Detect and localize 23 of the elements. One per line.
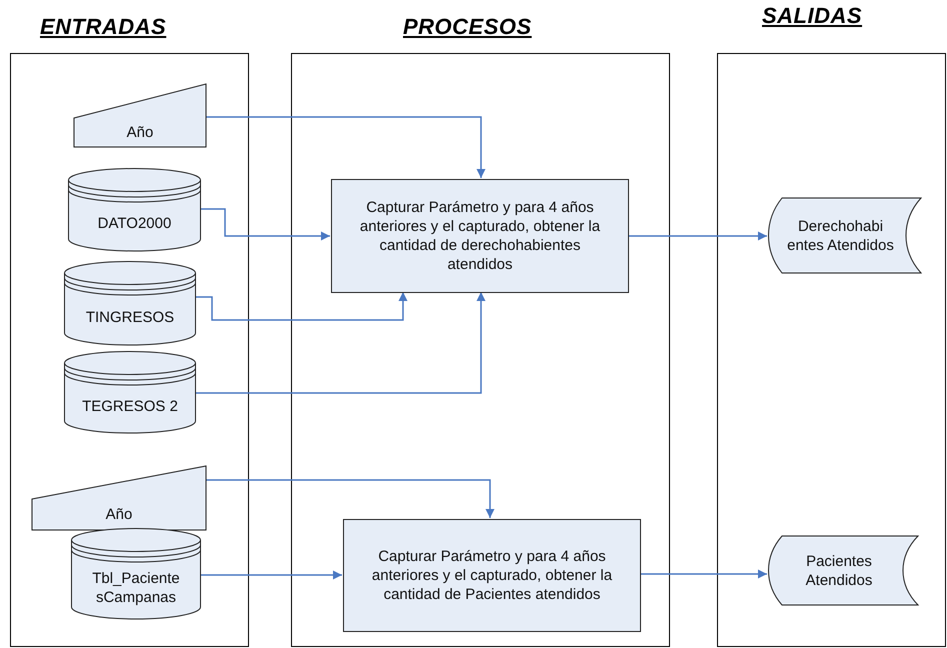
- arrow: [205, 116, 486, 178]
- arrow: [640, 570, 767, 578]
- column-heading: ENTRADAS: [40, 14, 166, 40]
- column-heading: SALIDAS: [762, 3, 862, 29]
- node-label: TINGRESOS: [86, 308, 174, 326]
- process-text: Capturar Parámetro y para 4 años anteriores y el capturado, obtener la cantidad de derechohabientes atendidos: [358, 198, 602, 274]
- process-box: [343, 519, 641, 632]
- node-label: TEGRESOS 2: [82, 396, 178, 416]
- arrow: [200, 570, 342, 580]
- node-label: Año: [106, 505, 132, 524]
- arrow: [195, 292, 408, 321]
- node-label: Tbl_Paciente sCampanas: [91, 568, 181, 606]
- node-label: DATO2000: [98, 214, 172, 233]
- process-text: Capturar Parámetro y para 4 años anteriores y el capturado, obtener la cantidad de Pacientes atendidos: [370, 547, 614, 604]
- node-label: Pacientes Atendidos: [804, 552, 874, 590]
- node-label: Derechohabi entes Atendidos: [786, 216, 895, 254]
- arrow: [200, 208, 330, 240]
- column-heading: PROCESOS: [403, 14, 532, 40]
- arrow: [628, 232, 767, 240]
- arrow: [195, 292, 486, 394]
- process-box: [331, 179, 629, 293]
- arrow: [205, 479, 494, 518]
- node-label: Año: [126, 123, 154, 142]
